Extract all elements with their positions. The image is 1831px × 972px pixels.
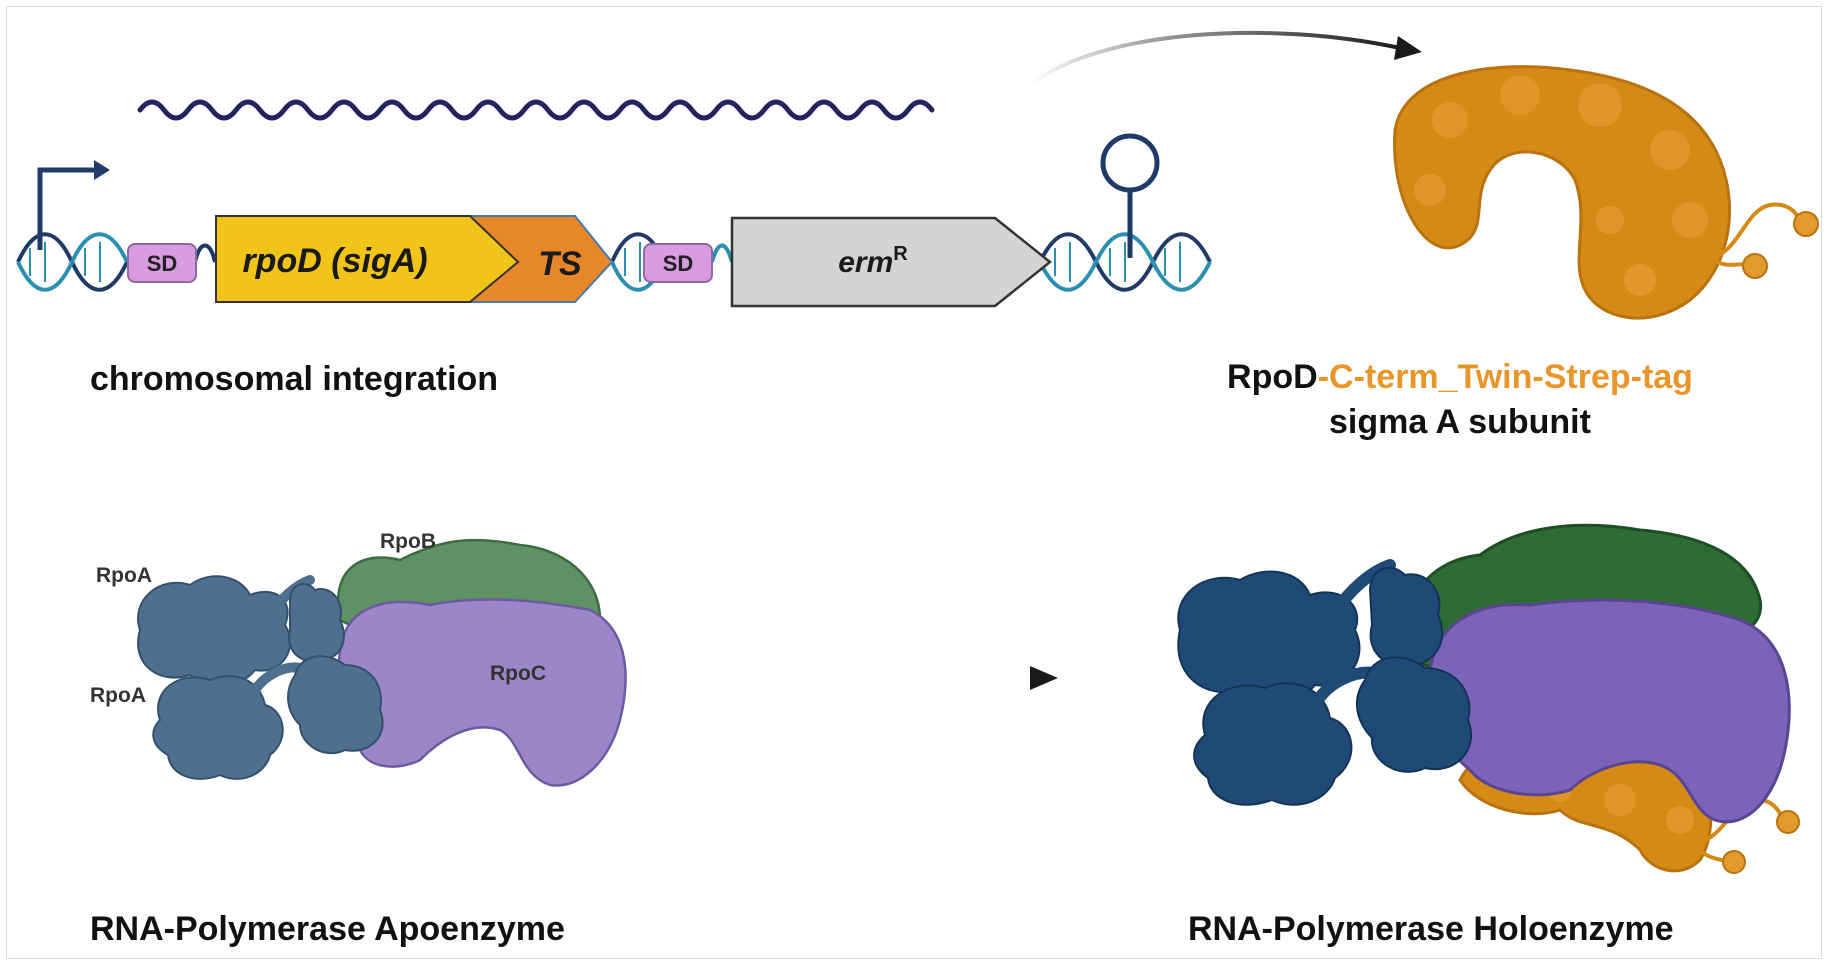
apoenzyme-complex (137, 538, 627, 787)
terminator-icon (1100, 133, 1160, 258)
caption-integration: chromosomal integration (90, 360, 499, 398)
caption-holoenzyme: RNA-Polymerase Holoenzyme (1188, 910, 1674, 948)
sd-box-1 (127, 243, 197, 283)
promoter-arrow-icon (37, 160, 110, 250)
rpoa-bottom-shape (152, 675, 284, 780)
label-rpob: RpoB (380, 530, 436, 553)
label-rpoa-bottom: RpoA (90, 684, 146, 707)
holo-rpoc-shape (1428, 598, 1791, 824)
caption-protein-tag: -C-term_Twin-Strep-tag (1317, 358, 1693, 396)
marker-arrow (730, 216, 1053, 308)
sd-label-2: SD (663, 251, 694, 276)
sd-box-2 (643, 243, 713, 283)
rpoa-top-shape (137, 575, 292, 687)
label-rpoc: RpoC (490, 662, 546, 685)
caption-protein-line2: sigma A subunit (1329, 403, 1591, 441)
caption-protein-prefix: RpoD (1227, 358, 1318, 396)
tag-label: TS (538, 245, 582, 283)
rpoc-shape (337, 598, 627, 787)
translation-arrow (1028, 30, 1422, 87)
sigma-factor-protein (1393, 65, 1819, 320)
caption-apoenzyme: RNA-Polymerase Apoenzyme (90, 910, 565, 948)
mrna-strand (137, 99, 935, 121)
assembly-arrow (750, 666, 1058, 690)
label-rpoa-top: RpoA (96, 564, 152, 587)
rpoa-c-domain (287, 655, 384, 755)
holoenzyme-complex (1177, 523, 1800, 874)
caption-protein: RpoD-C-term_Twin-Strep-tag sigma A subun… (1190, 358, 1730, 442)
sd-label-1: SD (147, 251, 178, 276)
gene-label: rpoD (sigA) (242, 242, 427, 280)
dna-helix (16, 232, 1212, 292)
rpoa-linker-top (288, 582, 345, 662)
caption-protein-line1: RpoD-C-term_Twin-Strep-tag (1190, 358, 1730, 397)
marker-label: ermR (838, 243, 908, 279)
marker-superscript: R (893, 243, 908, 265)
gene-arrow (215, 215, 520, 303)
